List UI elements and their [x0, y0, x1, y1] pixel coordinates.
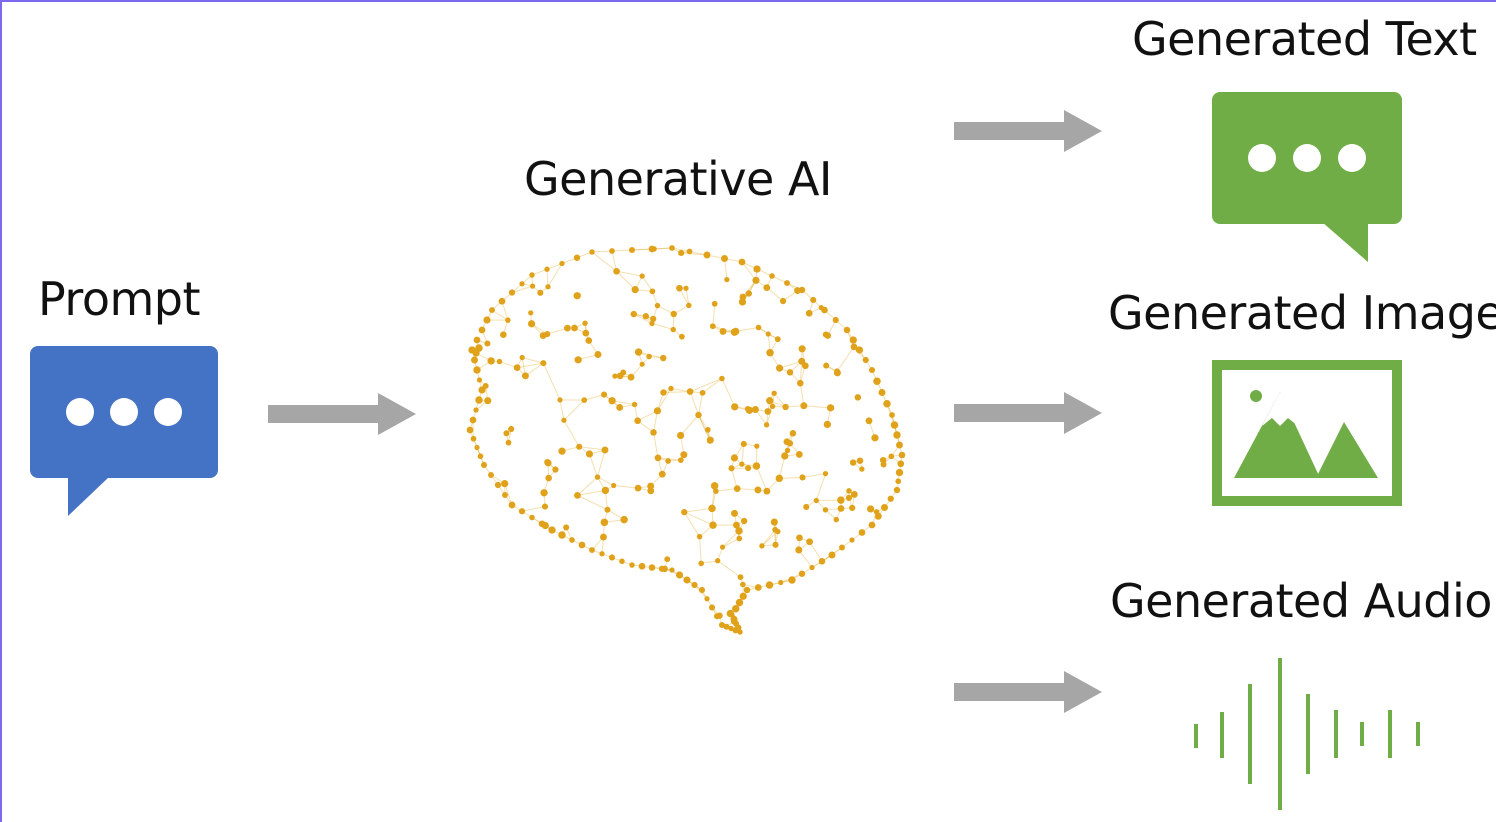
brain-network-icon: [452, 240, 912, 635]
speech-bubble-icon: [1212, 92, 1404, 264]
arrow-right-icon: [954, 671, 1104, 713]
arrow-right-icon: [954, 392, 1104, 434]
arrow-right-icon: [954, 110, 1104, 152]
arrow-right-icon: [268, 393, 418, 435]
landscape-picture-icon: [1212, 360, 1404, 508]
prompt-label: Prompt: [38, 272, 201, 326]
generative-ai-label: Generative AI: [524, 152, 833, 206]
generated-image-label: Generated Image: [1108, 286, 1496, 340]
generated-audio-label: Generated Audio: [1110, 574, 1492, 628]
sound-wave-icon: [1186, 654, 1426, 814]
speech-bubble-icon: [30, 346, 220, 518]
generated-text-label: Generated Text: [1132, 12, 1477, 66]
